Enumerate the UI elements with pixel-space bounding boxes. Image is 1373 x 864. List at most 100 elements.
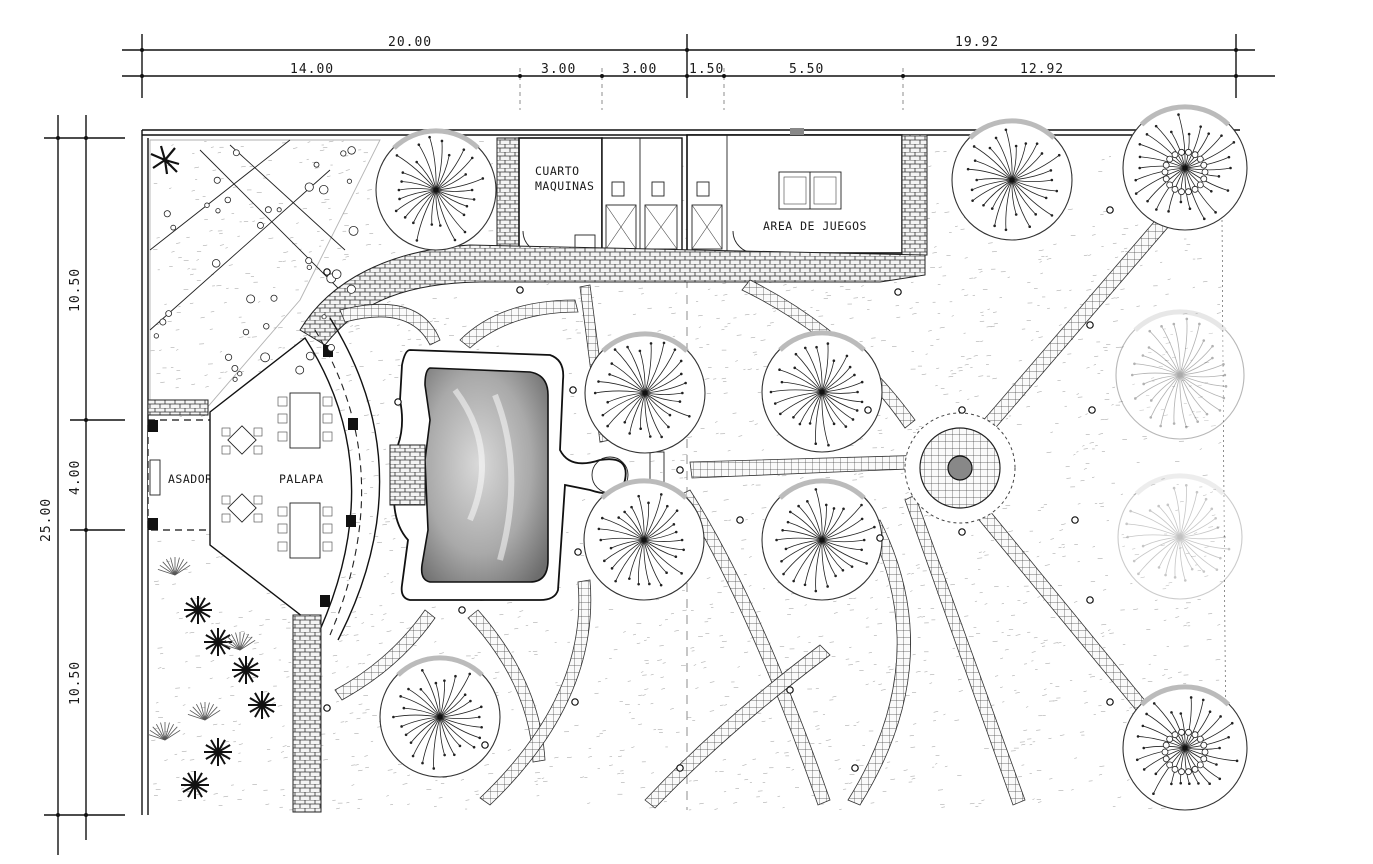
dim-left-segment-3: 10.50	[68, 661, 83, 705]
garden-lamp	[323, 268, 331, 276]
agave-shrub	[184, 596, 212, 624]
garden-lamp	[574, 548, 582, 556]
dim-top-segment-3: 3.00	[622, 62, 657, 77]
ground-plant	[256, 221, 264, 229]
ground-plant	[237, 371, 243, 377]
garden-lamp	[516, 286, 524, 294]
ground-plant	[170, 224, 177, 231]
ground-plant	[224, 196, 232, 204]
ground-plant	[211, 259, 221, 268]
ground-plant	[304, 182, 314, 192]
garden-lamp	[876, 534, 884, 542]
ground-plant	[270, 294, 278, 302]
ground-plant	[264, 206, 272, 214]
grass-shrub	[157, 557, 191, 576]
machine-room-building	[496, 137, 683, 254]
game-area-building	[686, 128, 928, 256]
garden-lamp	[1086, 321, 1094, 329]
grass-shrub	[187, 702, 221, 721]
tree-canopy	[1117, 473, 1243, 600]
ground-plant	[305, 351, 315, 361]
tree-canopy	[761, 330, 883, 453]
ground-plant	[327, 343, 335, 352]
ground-plant	[346, 178, 352, 184]
tree-canopy	[379, 655, 501, 778]
ground-plant	[163, 210, 171, 218]
garden-lamp	[958, 528, 966, 536]
garden-lamp	[1106, 206, 1114, 214]
ground-plant	[213, 176, 221, 184]
tree-canopy	[951, 118, 1073, 241]
garden-lamp	[958, 406, 966, 414]
central-fountain	[904, 412, 1016, 524]
garden-lamp	[481, 741, 489, 749]
ground-plant	[165, 310, 172, 317]
garden-lamp	[676, 466, 684, 474]
agave-shrub	[181, 771, 209, 799]
dim-top-segment-6: 12.92	[1020, 62, 1064, 77]
ground-plant	[340, 150, 347, 157]
machine-room-label-2: MAQUINAS	[535, 179, 594, 193]
garden-lamp	[1071, 516, 1079, 524]
ground-plant	[231, 365, 239, 372]
ground-plant	[295, 365, 305, 375]
tree-canopy	[761, 478, 883, 601]
dim-left-total: 25.00	[39, 498, 54, 542]
game-area-label: AREA DE JUEGOS	[763, 219, 867, 233]
garden-lamp	[458, 606, 466, 614]
garden-lamps-layer	[323, 206, 1114, 772]
top-dimension-lines	[122, 34, 1275, 110]
ground-plant	[331, 269, 342, 279]
garden-lamp	[1088, 406, 1096, 414]
tree-canopy	[1115, 309, 1245, 440]
garden-lamp	[571, 698, 579, 706]
agave-shrub	[204, 738, 232, 766]
ground-plant	[232, 376, 238, 382]
ground-plant	[319, 184, 329, 195]
trees-layer	[375, 104, 1248, 811]
palm-ring	[1161, 728, 1209, 776]
north-paver-walkway	[299, 244, 926, 346]
swimming-pool	[389, 349, 629, 601]
ground-plant	[321, 314, 327, 320]
dim-left-segment-1: 10.50	[68, 268, 83, 312]
ground-plant	[215, 208, 221, 214]
machine-room-label-1: CUARTO	[535, 164, 580, 178]
dim-left-segment-2: 4.00	[68, 460, 83, 495]
palapa-label: PALAPA	[279, 472, 324, 486]
agave-plant	[150, 145, 180, 175]
garden-lamp	[1106, 698, 1114, 706]
dim-top-segment-2: 3.00	[541, 62, 576, 77]
ground-plant	[306, 264, 312, 270]
southwest-paver-wall	[292, 614, 322, 813]
dim-top-total-right: 19.92	[955, 35, 999, 50]
tree-canopy	[583, 478, 705, 601]
agave-shrub	[204, 628, 232, 656]
garden-lamp	[894, 288, 902, 296]
tree-canopy	[584, 331, 706, 454]
agave-shrub	[232, 656, 260, 684]
palapa-structure	[209, 317, 381, 641]
tree-canopy	[375, 128, 497, 251]
garden-lamp	[851, 764, 859, 772]
ground-plant	[260, 352, 271, 363]
garden-lamp	[736, 516, 744, 524]
garden-lamp	[323, 704, 331, 712]
ground-plant	[263, 323, 270, 330]
garden-lamp	[1086, 596, 1094, 604]
dim-top-segment-5: 5.50	[789, 62, 824, 77]
garden-lamp	[394, 398, 402, 406]
agave-shrub	[248, 691, 276, 719]
ground-plant	[224, 353, 233, 361]
garden-lamp	[864, 406, 872, 414]
dim-top-segment-4: 1.50	[689, 62, 724, 77]
stepping-stone-paths	[334, 214, 1171, 809]
palm-ring	[1161, 148, 1209, 196]
garden-lamp	[676, 764, 684, 772]
ground-plant	[246, 294, 256, 304]
ground-plant	[153, 333, 159, 339]
shrubs-layer	[147, 146, 359, 799]
ground-plant	[305, 257, 313, 265]
dim-top-segment-1: 14.00	[290, 62, 334, 77]
